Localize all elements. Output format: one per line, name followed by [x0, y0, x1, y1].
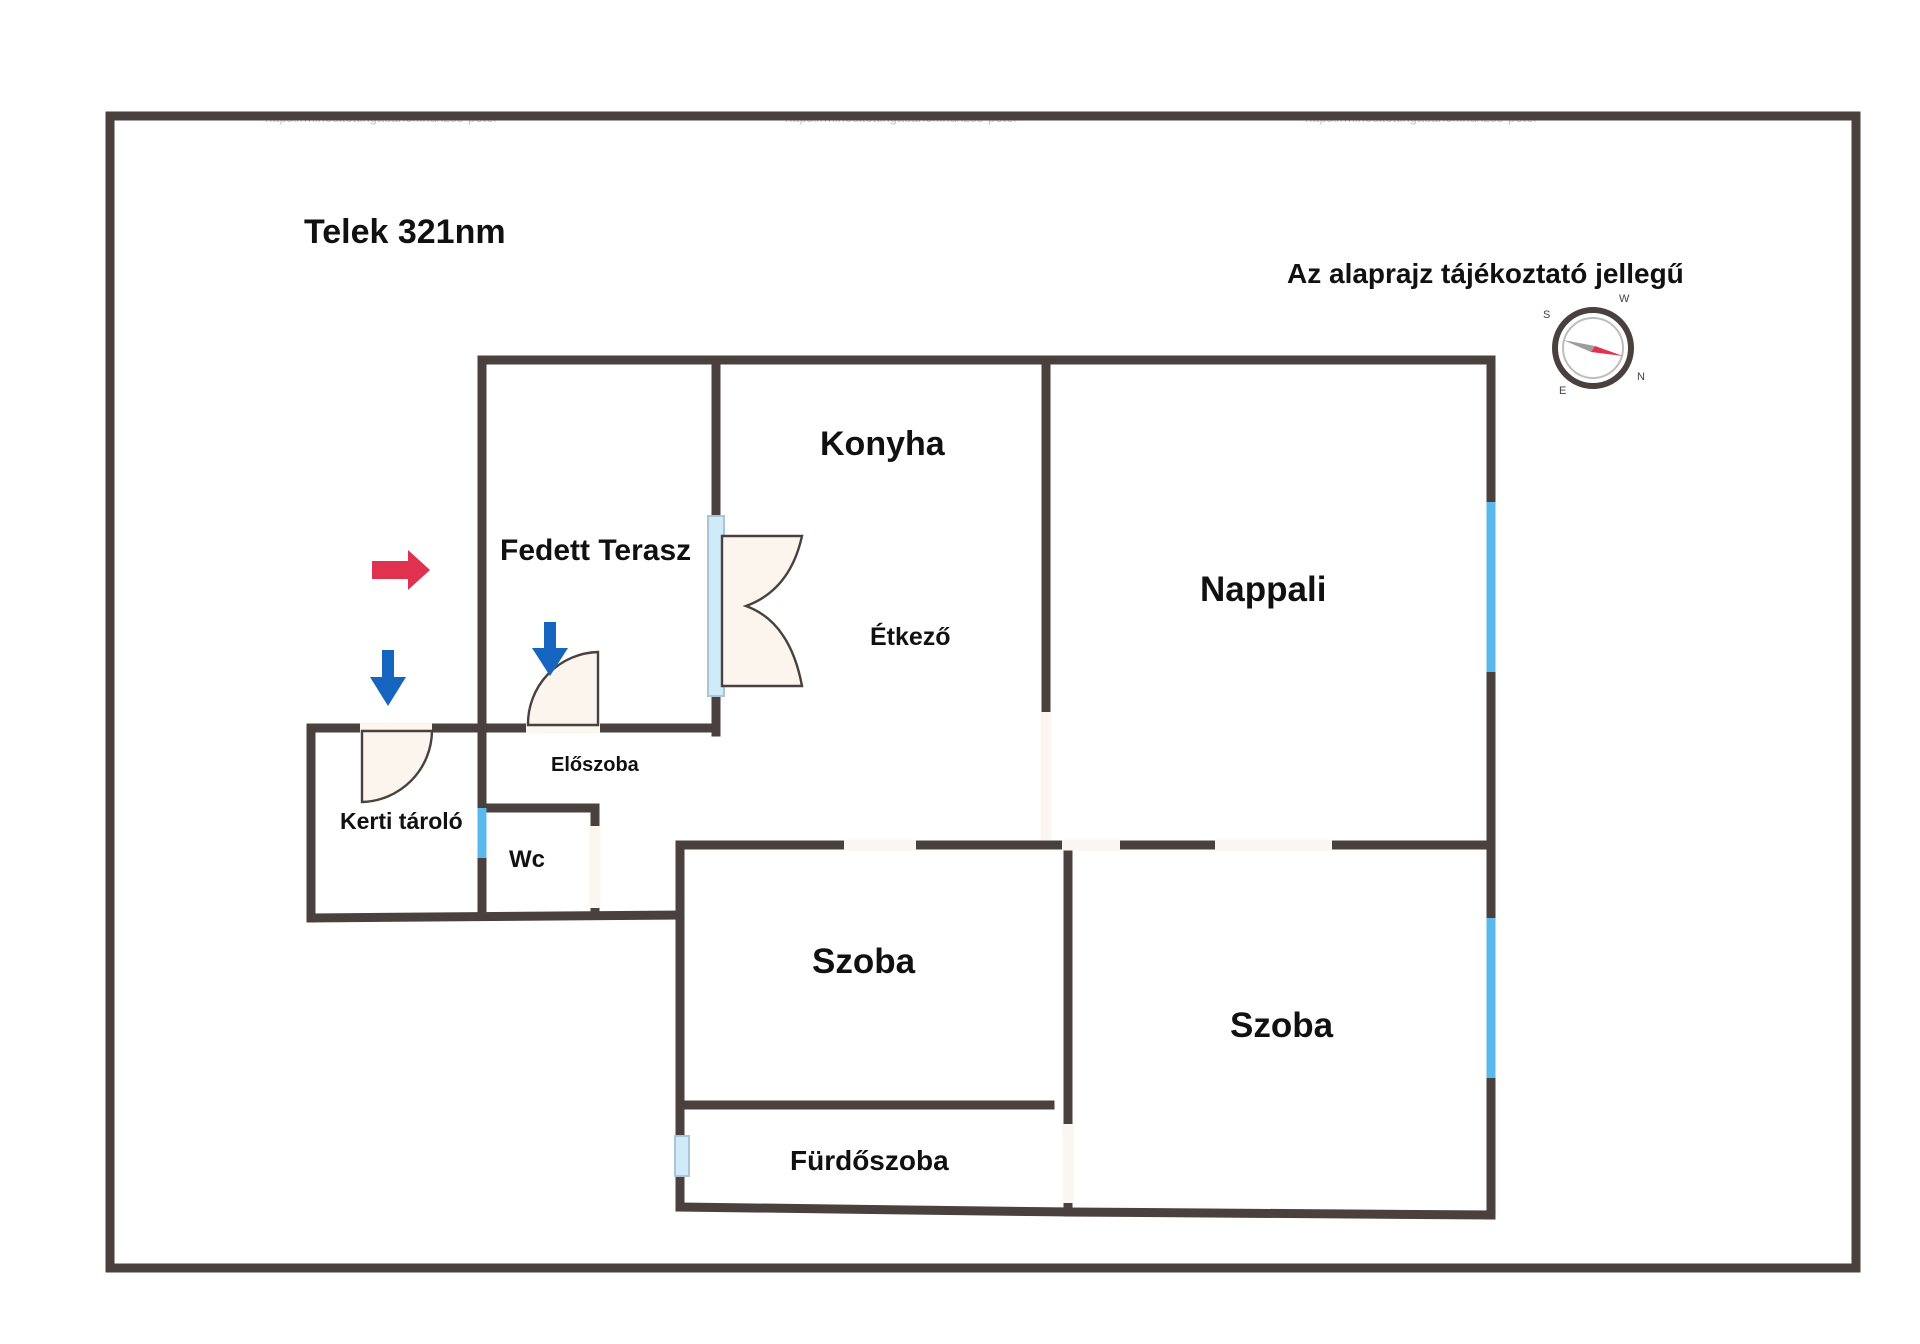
compass-s: S	[1543, 309, 1550, 321]
room-label-bedroom-1: Szoba	[812, 942, 916, 981]
wall-bottom-left	[675, 1202, 1073, 1217]
entry-arrow-icon	[372, 550, 430, 590]
arrows	[370, 550, 568, 706]
room-label-covered-terrace: Fedett Terasz	[500, 534, 691, 567]
labels: Telek 321nm Az alaprajz tájékoztató jell…	[304, 213, 1684, 1176]
walls	[306, 355, 1496, 1220]
compass-needle-north	[1591, 346, 1623, 356]
compass-n: N	[1637, 371, 1645, 383]
room-label-living-room: Nappali	[1200, 570, 1326, 609]
disclaimer-text: Az alaprajz tájékoztató jellegű	[1287, 258, 1684, 289]
compass-icon: N E S W	[1543, 293, 1645, 397]
doors	[360, 534, 804, 804]
door-openings	[360, 712, 1332, 1203]
room-label-bathroom: Fürdőszoba	[790, 1145, 949, 1176]
door-arrow-icon	[370, 650, 406, 706]
windows	[477, 502, 1496, 1177]
storage-door-swing	[360, 729, 434, 804]
compass-e: E	[1559, 385, 1566, 397]
room-label-hallway: Előszoba	[551, 754, 640, 776]
wall-bottom-right	[1063, 1207, 1496, 1220]
hallway-door-swing	[526, 650, 600, 727]
room-label-wc: Wc	[509, 846, 545, 873]
compass-inner-ring	[1562, 317, 1624, 379]
terrace-double-door	[720, 534, 804, 688]
plot-label: Telek 321nm	[304, 213, 506, 251]
room-label-dining: Étkező	[870, 622, 951, 651]
room-label-garden-storage: Kerti tároló	[340, 808, 463, 834]
compass-w: W	[1619, 293, 1630, 305]
wall-storage-bottom	[306, 910, 685, 923]
room-label-bedroom-2: Szoba	[1230, 1006, 1334, 1045]
room-label-kitchen: Konyha	[820, 425, 946, 463]
door-arrow-icon	[532, 622, 568, 676]
bathroom-window	[674, 1135, 690, 1177]
compass-needle-south	[1563, 340, 1595, 352]
plot-boundary	[105, 111, 1861, 1273]
